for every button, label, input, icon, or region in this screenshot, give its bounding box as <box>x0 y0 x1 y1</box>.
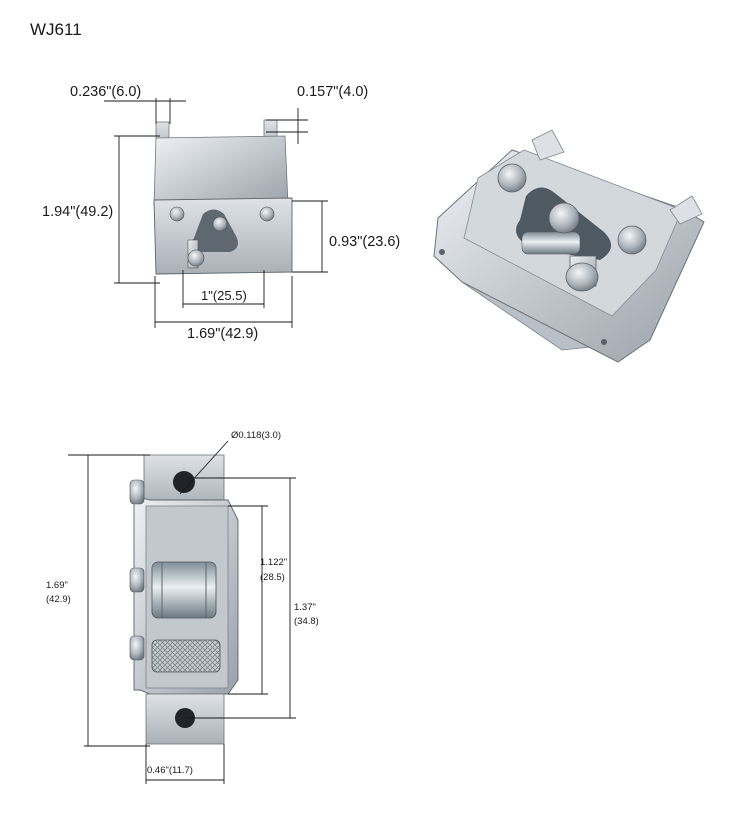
front-view-drawing <box>153 119 293 275</box>
dim-depth: 0.46"(11.7) <box>147 765 193 776</box>
dim-width: 1.69"(42.9) <box>187 326 258 342</box>
dim-tab-offset: 0.157"(4.0) <box>297 84 368 100</box>
dim-hole-diameter: Ø0.118(3.0) <box>231 430 281 441</box>
dim-hole-span-mm: (34.8) <box>294 616 319 627</box>
dim-thickness: 0.236"(6.0) <box>70 84 141 100</box>
front-view-dimension-lines <box>104 98 328 328</box>
side-view-dimension-lines <box>68 440 296 784</box>
side-view-drawing <box>129 454 239 745</box>
dim-slot-width: 1"(25.5) <box>201 288 247 303</box>
dim-plate-height: 0.93"(23.6) <box>329 234 400 250</box>
dim-inner-in: 1.122" <box>260 557 287 568</box>
dim-hole-span-in: 1.37" <box>294 602 316 613</box>
product-photo <box>433 129 705 363</box>
dim-inner-mm: (28.5) <box>260 572 285 583</box>
dim-height: 1.94"(49.2) <box>42 204 113 220</box>
dim-length-in: 1.69" <box>46 580 68 591</box>
product-code: WJ611 <box>30 20 82 39</box>
dim-length-mm: (42.9) <box>46 594 71 605</box>
